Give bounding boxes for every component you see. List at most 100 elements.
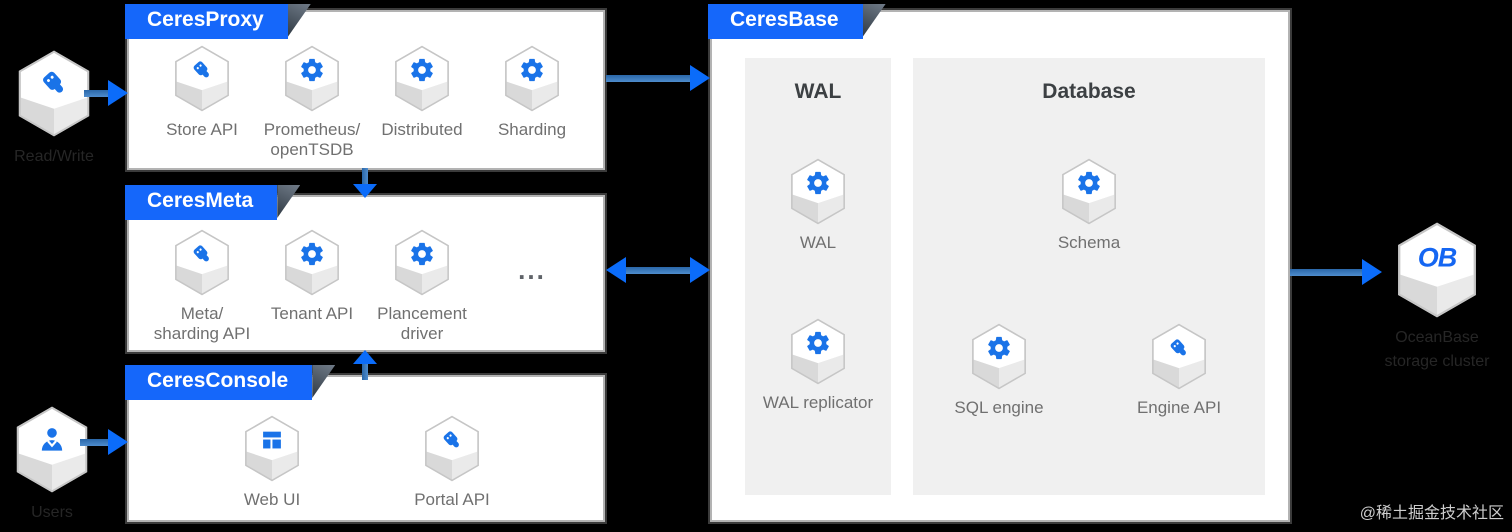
database-section: Database Schema SQL engine Engine API (913, 58, 1265, 495)
arrow-user-to-console (80, 429, 128, 455)
hexagon (243, 415, 301, 482)
hexagon (173, 45, 231, 112)
hex-item: Prometheus/openTSDB (257, 45, 367, 160)
hexagon-shape (18, 50, 90, 137)
hex-label: Tenant API (270, 304, 354, 323)
hex-item: Store API (147, 45, 257, 160)
hexagon (1150, 323, 1208, 390)
hexagon (789, 158, 847, 225)
arrow-right-head-icon (1362, 259, 1382, 285)
hex-item: WAL replicator (763, 318, 873, 413)
ceresproxy-title: CeresProxy (125, 4, 288, 39)
hex-item: Tenant API (257, 229, 367, 344)
plug-icon (37, 63, 72, 103)
watermark: @稀土掘金技术社区 (1359, 505, 1504, 522)
gear-icon (805, 168, 832, 199)
database-items-row: SQL engine Engine API (913, 323, 1265, 418)
arrow-shaft (1290, 268, 1362, 276)
arrow-shaft (80, 438, 108, 446)
ceresconsole-items: Web UI Portal API (129, 377, 603, 510)
arrow-client-to-proxy (84, 80, 128, 106)
hex-label: Prometheus/openTSDB (263, 120, 361, 159)
ellipsis: ... (518, 255, 546, 285)
hexagon-shape (175, 45, 229, 112)
hexagon (393, 45, 451, 112)
engine-api-node: Engine API (1109, 323, 1249, 418)
hexagon (14, 406, 90, 493)
webui-icon (259, 425, 286, 456)
hex-label: SQL engine (954, 398, 1044, 417)
hexagon (393, 229, 451, 296)
sql-engine-node: SQL engine (929, 323, 1069, 418)
hexagon-shape (245, 415, 299, 482)
hexagon (283, 229, 341, 296)
hexagon (423, 415, 481, 482)
hexagon-shape (175, 229, 229, 296)
gear-icon (409, 239, 436, 270)
hex-label: Portal API (414, 490, 490, 509)
arrow-right-head-icon (108, 429, 128, 455)
ceresconsole-title: CeresConsole (125, 365, 313, 400)
wal-items: WAL WAL replicator (745, 158, 891, 413)
hexagon (173, 229, 231, 296)
plug-icon (439, 425, 466, 456)
arrow-down-head-icon (353, 184, 377, 198)
arrow-shaft (606, 74, 690, 82)
arrow-right-head-icon (690, 257, 710, 283)
arrow-base-to-storage (1290, 259, 1382, 285)
hex-item: Web UI (217, 415, 327, 510)
gear-icon (299, 55, 326, 86)
hex-item: WAL (789, 158, 847, 253)
database-section-title: Database (1042, 80, 1136, 103)
arrow-shaft (362, 168, 368, 184)
hex-item: Sharding (477, 45, 587, 160)
wal-section: WAL WAL WAL replicator (745, 58, 891, 495)
hexagon (1060, 158, 1118, 225)
hexagon (970, 323, 1028, 390)
hex-label: Read/Write (14, 148, 94, 165)
panel-ceresbase: WAL WAL WAL replicator Database Schema SQ… (710, 10, 1290, 522)
arrow-console-to-meta (353, 350, 377, 380)
ceresbase-title: CeresBase (708, 4, 863, 39)
arrow-up-head-icon (353, 350, 377, 364)
hex-label: WAL replicator (762, 393, 874, 412)
arrow-shaft (84, 89, 108, 97)
hex-label: Sharding (497, 120, 567, 139)
hexagon-shape (1152, 323, 1206, 390)
user-node: Users (2, 406, 102, 525)
hex-label: WAL (799, 233, 837, 252)
hexagon (283, 45, 341, 112)
arrow-proxy-to-base (606, 65, 710, 91)
hex-label: Distributed (381, 120, 463, 139)
hexagon-shape (425, 415, 479, 482)
arrow-proxy-to-meta (353, 168, 377, 198)
gear-icon (1076, 168, 1103, 199)
gear-icon (805, 328, 832, 359)
person-icon (35, 419, 70, 459)
arrow-shaft (362, 364, 368, 380)
wal-section-title: WAL (794, 80, 842, 103)
hex-item: Meta/sharding API (147, 229, 257, 344)
hex-label: Meta/sharding API (153, 304, 251, 343)
arrow-right-head-icon (690, 65, 710, 91)
hex-label: Engine API (1136, 398, 1222, 417)
hex-item: Distributed (367, 45, 477, 160)
arrow-meta-base-bidirectional (606, 257, 710, 283)
arrow-shaft (626, 266, 690, 274)
hex-label: Users (31, 504, 73, 521)
schema-node: Schema (1019, 158, 1159, 253)
arrow-left-head-icon (606, 257, 626, 283)
hex-item: Portal API (397, 415, 507, 510)
gear-icon (519, 55, 546, 86)
gear-icon (986, 333, 1013, 364)
ob-logo: OB (1417, 242, 1457, 273)
hexagon: OB (1395, 222, 1479, 318)
